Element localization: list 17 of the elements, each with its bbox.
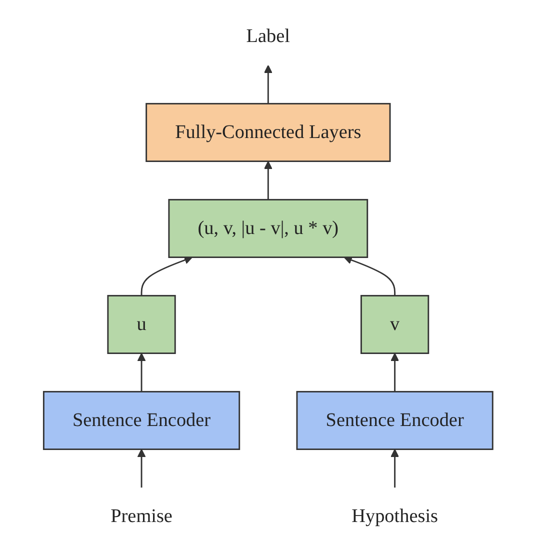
node-box: Fully-Connected Layers [146, 102, 392, 162]
arrow [264, 160, 273, 200]
node-box: Sentence Encoder [43, 390, 240, 450]
arrow [138, 448, 146, 488]
arrow [264, 64, 273, 104]
node-text: Label [246, 26, 290, 48]
node-box: Sentence Encoder [296, 390, 494, 450]
node-box: u [108, 294, 176, 354]
node-box: v [360, 294, 430, 354]
arrow [138, 352, 146, 392]
arrow [344, 256, 396, 296]
arrow [390, 448, 400, 488]
arrow [141, 256, 193, 296]
node-box: (u, v, |u - v|, u * v) [168, 198, 368, 258]
arrow [390, 352, 400, 392]
node-text: Hypothesis [352, 506, 438, 528]
node-text: Premise [110, 506, 173, 528]
